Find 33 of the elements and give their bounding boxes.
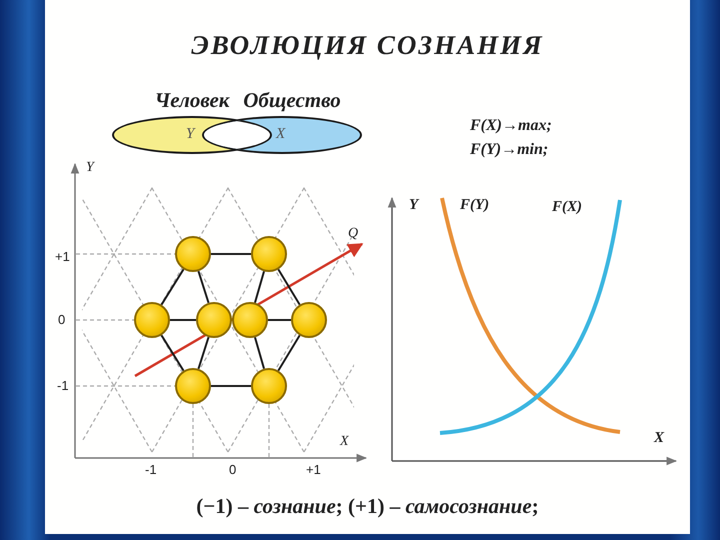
text-label: F(Y) [460, 197, 490, 214]
title: ЭВОЛЮЦИЯ СОЗНАНИЯ [190, 30, 545, 61]
connector-line [277, 334, 301, 372]
connector-line [198, 270, 210, 304]
connector-line [198, 336, 210, 370]
set-heading: Общество [243, 88, 341, 112]
connector-line [160, 268, 184, 306]
connector-line [170, 319, 196, 321]
text-label: X [654, 430, 664, 447]
connector-line [254, 337, 265, 369]
text-label: Q [348, 226, 358, 242]
text-label: +1 [55, 249, 70, 264]
text-label: X [340, 434, 349, 450]
connector-line [211, 253, 251, 255]
connector-line [211, 385, 251, 387]
caption: (−1) – сознание; (+1) – самосознание; [195, 494, 540, 519]
set-letter: X [276, 126, 286, 143]
connector-line [268, 319, 291, 321]
connector-line [277, 268, 301, 306]
text-label: -1 [145, 462, 157, 477]
text-label: F(X)→max; [470, 117, 552, 135]
text-label: +1 [306, 462, 321, 477]
text-label: F(X) [552, 199, 582, 216]
set-letter: Y [186, 126, 194, 143]
text-label: 0 [229, 462, 236, 477]
text-label: -1 [57, 378, 69, 393]
text-label: 0 [58, 312, 66, 327]
connector-line [254, 271, 265, 303]
set-heading: Человек [154, 88, 230, 112]
connector-line [160, 334, 184, 372]
text-label: Y [86, 160, 94, 176]
text-label: Y [409, 197, 418, 214]
text-label: F(Y)→min; [470, 141, 548, 159]
